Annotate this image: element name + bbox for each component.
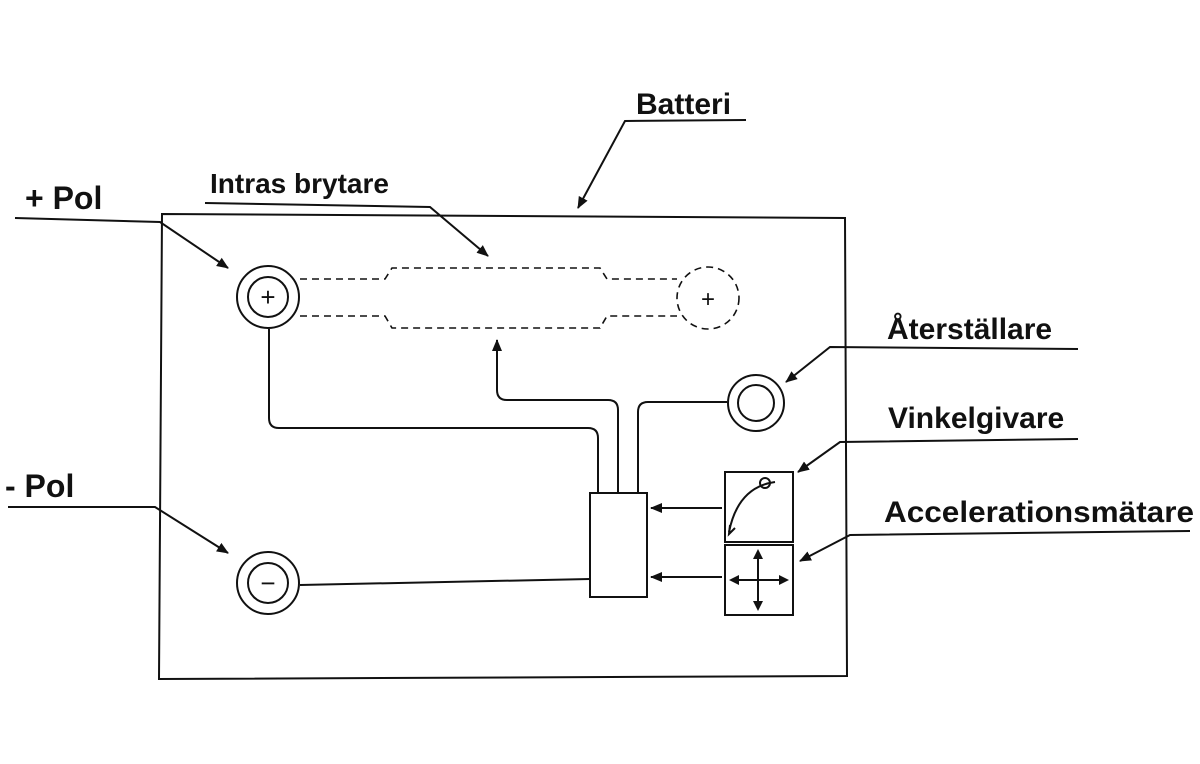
- reset-button-symbol: [727, 374, 785, 432]
- leader-plus-pol: [14, 217, 229, 269]
- leader-minus-pol: [8, 506, 229, 554]
- wire-positive-to-control: [268, 329, 599, 493]
- label-accelerationsmatare: Accelerationsmätare: [884, 496, 1194, 529]
- label-intras-brytare: Intras brytare: [210, 168, 389, 199]
- leader-batteri: [577, 119, 747, 209]
- control-unit: [589, 492, 648, 598]
- angle-sensor: [724, 471, 794, 543]
- leader-vinkelgivare: [797, 438, 1079, 473]
- positive-terminal: +: [236, 265, 300, 329]
- battery-casing: [157, 212, 849, 681]
- accelerometer: [724, 544, 794, 616]
- cross-arrows-icon: [731, 551, 787, 609]
- wire-control-to-reset: [637, 401, 727, 493]
- leader-accelerationsmatare: [799, 530, 1191, 562]
- wire-control-to-breaker: [492, 339, 619, 493]
- leader-aterstallare: [785, 345, 1079, 383]
- label-batteri: Batteri: [636, 88, 731, 121]
- label-aterstallare: Återställare: [887, 313, 1052, 346]
- angle-arrow-icon: [727, 524, 736, 537]
- negative-terminal: −: [236, 551, 300, 615]
- label-minus-pol: - Pol: [5, 468, 74, 504]
- wire-negative-to-control: [299, 578, 591, 586]
- internal-breaker: +: [300, 266, 740, 330]
- plus-sign-icon: +: [260, 282, 275, 312]
- leader-intras-brytare: [204, 202, 489, 257]
- label-vinkelgivare: Vinkelgivare: [888, 402, 1064, 435]
- breaker-plus-sign-icon: +: [701, 286, 715, 313]
- label-plus-pol: + Pol: [25, 180, 102, 216]
- minus-sign-icon: −: [260, 568, 275, 598]
